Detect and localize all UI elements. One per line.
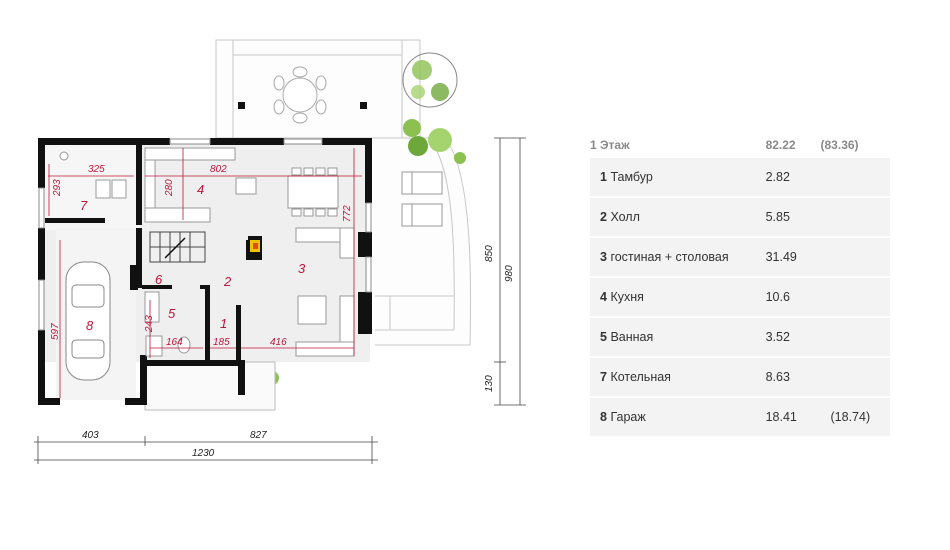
sun-lounger-icon [401, 171, 443, 227]
room-number: 6 [155, 272, 163, 287]
room-numbers: 1 2 3 4 5 6 7 8 [80, 182, 306, 333]
room-area: 2.82 [757, 156, 821, 197]
room-number: 3 [298, 261, 306, 276]
table-row: 1 Тамбур 2.82 [590, 156, 890, 197]
room-area: 18.41 [757, 396, 821, 436]
floor-plan: 1 2 3 4 5 6 7 8 325 802 293 280 772 597 … [34, 39, 526, 464]
table-row: 4 Кухня 10.6 [590, 276, 890, 317]
dimension-label: 802 [210, 164, 227, 175]
kitchen-counter [144, 147, 257, 223]
room-number: 8 [86, 318, 94, 333]
room-area-alt [820, 236, 890, 277]
room-number: 5 [168, 306, 176, 321]
room-name: Гараж [610, 410, 646, 424]
dimension-label: 130 [484, 375, 495, 392]
table-row: 5 Ванная 3.52 [590, 316, 890, 357]
terrace-posts [238, 102, 367, 109]
dimension-label: 164 [166, 337, 183, 348]
floor-area: 82.22 [765, 138, 796, 152]
exterior-dimensions: 403 827 1230 850 980 130 [82, 245, 515, 459]
floor-label: 1 Этаж [590, 138, 630, 152]
room-name: Холл [610, 210, 640, 224]
table-row: 2 Холл 5.85 [590, 196, 890, 237]
room-number: 8 [600, 410, 607, 424]
room-number: 2 [600, 210, 607, 224]
dimension-label: 243 [144, 315, 155, 333]
dimension-label: 827 [250, 430, 267, 441]
room-number: 1 [600, 170, 607, 184]
room-name: Тамбур [610, 170, 653, 184]
room-name: Котельная [610, 370, 671, 384]
patio-table-icon [273, 66, 327, 124]
room-area-table: 1 Этаж 82.22 (83.36) 1 Тамбур 2.82 2 Хол… [590, 134, 890, 436]
room-name: гостиная + столовая [610, 250, 729, 264]
room-number: 1 [220, 316, 227, 331]
room-area: 31.49 [757, 236, 821, 277]
terrace [215, 39, 472, 346]
windows [38, 138, 372, 331]
room-name: Ванная [610, 330, 654, 344]
dining-table-icon [287, 167, 339, 217]
dimension-label: 416 [270, 337, 287, 348]
room-area: 8.63 [757, 356, 821, 397]
room-number: 7 [80, 198, 88, 213]
boiler-icon [59, 151, 127, 199]
room-area-alt [820, 316, 890, 357]
room-number: 2 [223, 274, 232, 289]
room-area: 10.6 [757, 276, 821, 317]
room-area-alt [820, 276, 890, 317]
table-row: 8 Гараж 18.41 (18.74) [590, 396, 890, 436]
table-row: 7 Котельная 8.63 [590, 356, 890, 397]
room-number: 4 [197, 182, 204, 197]
room-number: 4 [600, 290, 607, 304]
sofa-icon [295, 227, 355, 357]
room-number: 5 [600, 330, 607, 344]
dimension-label: 280 [164, 179, 175, 197]
room-area-alt [820, 196, 890, 237]
outer-dimension-lines [34, 137, 526, 464]
room-area: 3.52 [757, 316, 821, 357]
dimension-lines [48, 148, 362, 398]
room-number: 7 [600, 370, 607, 384]
room-area-alt: (18.74) [820, 396, 890, 436]
table-header-row: 1 Этаж 82.22 (83.36) [590, 134, 890, 157]
dimension-label: 597 [50, 323, 61, 340]
dimension-label: 293 [52, 179, 63, 197]
interior-dimensions: 325 802 293 280 772 597 243 164 185 416 [50, 164, 353, 348]
dimension-label: 850 [484, 245, 495, 262]
dimension-label: 403 [82, 430, 99, 441]
car-icon [65, 261, 111, 381]
room-number: 3 [600, 250, 607, 264]
floor-area-alt: (83.36) [820, 138, 859, 152]
room-area: 5.85 [757, 196, 821, 237]
dimension-label: 1230 [192, 448, 215, 459]
dimension-label: 772 [342, 205, 353, 222]
dimension-label: 980 [504, 265, 515, 282]
table-row: 3 гостиная + столовая 31.49 [590, 236, 890, 277]
dimension-label: 185 [213, 337, 230, 348]
fireplace-icon [248, 236, 262, 258]
room-area-alt [820, 356, 890, 397]
dimension-label: 325 [88, 164, 105, 175]
room-area-alt [820, 156, 890, 197]
staircase [149, 231, 206, 263]
room-name: Кухня [610, 290, 644, 304]
